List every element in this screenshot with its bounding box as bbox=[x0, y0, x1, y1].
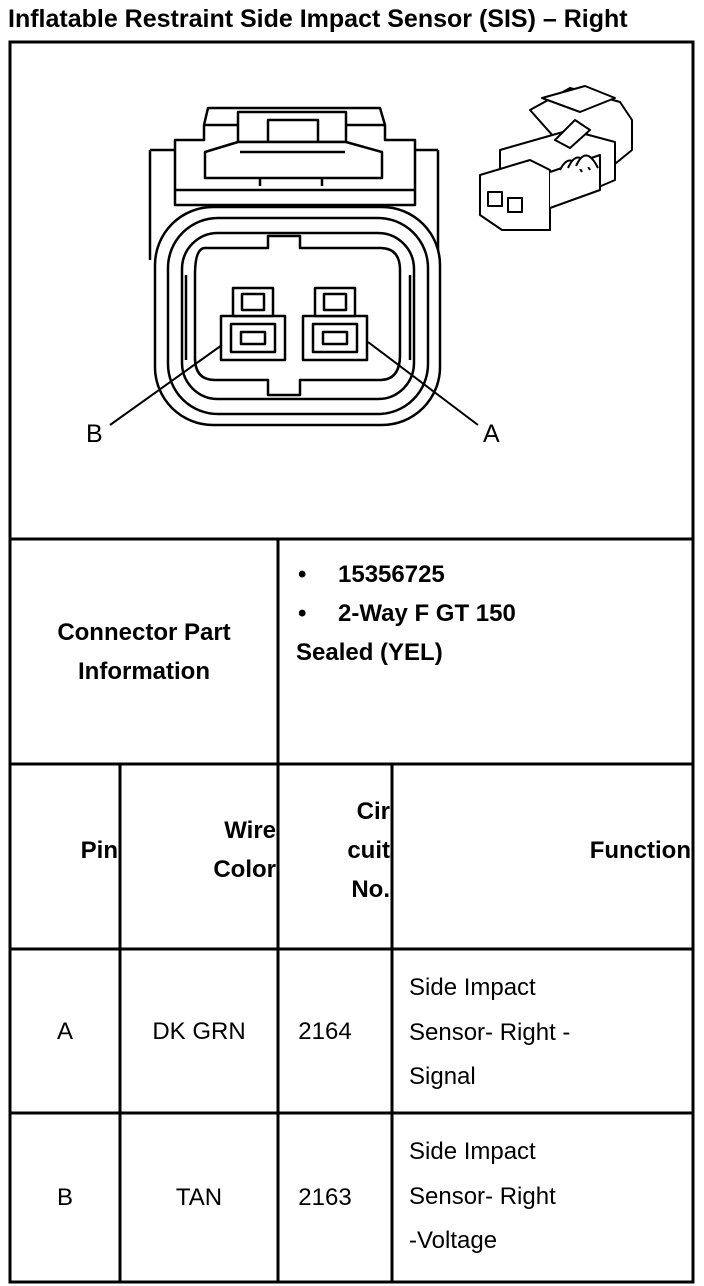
header-function: Function bbox=[589, 836, 691, 864]
part-number-bullet: •15356725 bbox=[298, 561, 445, 588]
row-a-function: Side Impact Sensor- Right - Signal bbox=[409, 974, 571, 1090]
connector-type-bullet: •2-Way F GT 150 bbox=[298, 600, 516, 627]
row-b-pin: B bbox=[56, 1184, 73, 1211]
row-b-circuit: 2163 bbox=[298, 1184, 352, 1211]
connector-sealed-text: Sealed (YEL) bbox=[296, 639, 443, 666]
leader-line-a bbox=[367, 341, 479, 426]
pin-label-a: A bbox=[483, 420, 500, 448]
header-circuit-number: Cir cuit No. bbox=[347, 797, 390, 903]
row-a-wire-color: DK GRN bbox=[152, 1017, 246, 1045]
connector-face-diagram bbox=[109, 106, 479, 427]
connector-info-label: Connector Part Information bbox=[57, 618, 231, 685]
pin-label-b: B bbox=[86, 420, 103, 448]
row-b-wire-color: TAN bbox=[175, 1184, 223, 1211]
row-a-pin: A bbox=[56, 1017, 73, 1045]
header-wire-color: Wire Color bbox=[213, 817, 276, 883]
leader-line-b bbox=[109, 344, 223, 426]
connector-3d-illustration bbox=[479, 85, 633, 231]
row-a-circuit: 2164 bbox=[298, 1017, 352, 1045]
document-title: Inflatable Restraint Side Impact Sensor … bbox=[8, 5, 628, 33]
row-b-function: Side Impact Sensor- Right -Voltage bbox=[409, 1138, 556, 1254]
connector-info-details: •15356725 •2-Way F GT 150 Sealed (YEL) bbox=[296, 555, 688, 672]
header-pin: Pin bbox=[80, 836, 118, 864]
